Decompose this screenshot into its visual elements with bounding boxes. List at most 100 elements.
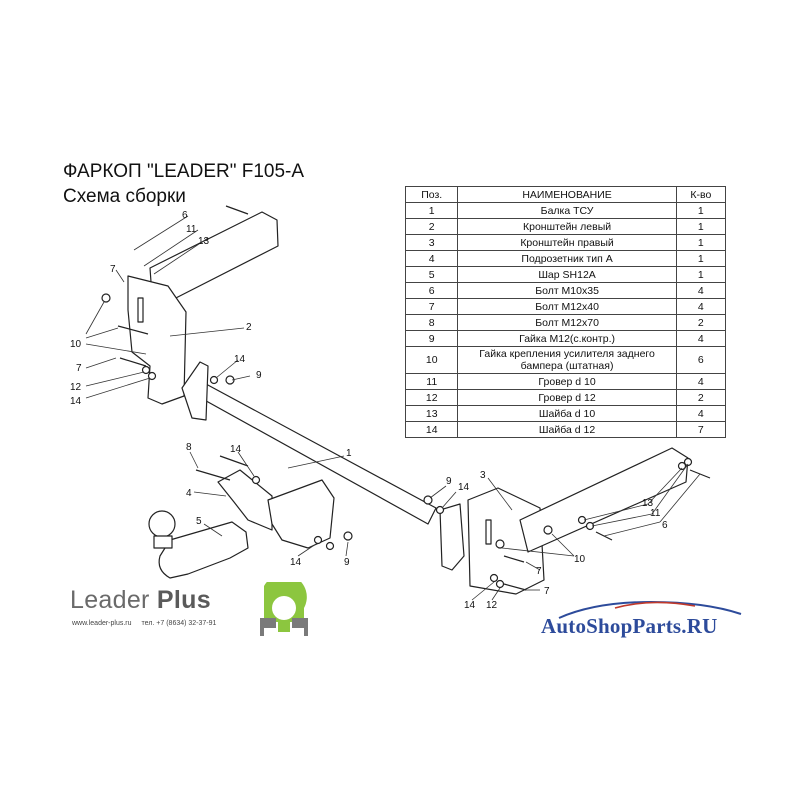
callout-7-left-top: 7 — [110, 264, 116, 275]
callout-12-right: 12 — [486, 600, 498, 611]
nut-right-10b — [543, 525, 553, 535]
cell-name: Шайба d 12 — [457, 421, 677, 438]
header-pos: Поз. — [404, 186, 459, 203]
brand-name-regular: Leader — [70, 586, 150, 614]
cell-qty: 6 — [675, 346, 727, 374]
cell-name: Подрозетник тип А — [457, 250, 677, 267]
callout-7-right-a: 7 — [536, 566, 542, 577]
callout-2: 2 — [246, 322, 252, 333]
bolt-8b — [219, 455, 249, 467]
callout-14-low: 14 — [290, 557, 302, 568]
cell-pos: 6 — [404, 282, 459, 299]
parts-table-header: Поз. НАИМЕНОВАНИЕ К-во — [404, 186, 727, 203]
page-title: ФАРКОП "LEADER" F105-A — [63, 161, 305, 182]
nut-low-9 — [343, 531, 353, 541]
header-name: НАИМЕНОВАНИЕ — [457, 186, 677, 203]
callout-9-low: 9 — [344, 557, 350, 568]
callout-11-left: 11 — [186, 224, 197, 235]
nut-mid-9 — [225, 375, 235, 385]
washer-right-12 — [495, 579, 505, 589]
page-subtitle: Схема сборки — [63, 186, 186, 207]
callout-10-right: 10 — [574, 554, 586, 565]
callout-13-right: 13 — [642, 498, 654, 509]
callout-5: 5 — [196, 516, 202, 527]
nut-ball-14 — [251, 475, 261, 485]
callout-1: 1 — [346, 448, 352, 459]
callout-13-left: 13 — [198, 236, 210, 247]
cell-qty: 4 — [675, 405, 727, 422]
callout-9-right: 9 — [446, 476, 452, 487]
cell-qty: 4 — [675, 373, 727, 390]
cell-qty: 1 — [675, 218, 727, 235]
brand-phone: тел. +7 (8634) 32-37-91 — [141, 620, 217, 627]
cell-pos: 1 — [404, 202, 459, 219]
cell-name: Кронштейн левый — [457, 218, 677, 235]
ball-neck-collar — [153, 535, 173, 549]
cell-name: Гайка крепления усилителя заднего бампер… — [457, 346, 677, 374]
washer-right-14b — [489, 573, 499, 583]
nut-right-10a — [495, 539, 505, 549]
washer-low-14a — [325, 541, 335, 551]
cell-name: Болт М10х35 — [457, 282, 677, 299]
callout-10-left: 10 — [70, 339, 82, 350]
cell-qty: 1 — [675, 234, 727, 251]
cell-pos: 2 — [404, 218, 459, 235]
cell-name: Балка ТСУ — [457, 202, 677, 219]
callout-14-right-bottom: 14 — [464, 600, 476, 611]
cell-name: Гровер d 12 — [457, 389, 677, 406]
cell-pos: 11 — [404, 373, 459, 390]
right-bracket-arm — [519, 447, 689, 553]
right-beam-end — [439, 503, 465, 571]
callout-9-mid: 9 — [256, 370, 262, 381]
cell-name: Шар SH12A — [457, 266, 677, 283]
left-beam-end — [181, 361, 209, 421]
cell-pos: 7 — [404, 298, 459, 315]
brand-website: www.leader-plus.ru — [72, 620, 132, 627]
washer-mid-14 — [209, 375, 219, 385]
cell-qty: 1 — [675, 250, 727, 267]
callout-12-left: 12 — [70, 382, 82, 393]
brand-contacts: www.leader-plus.ru тел. +7 (8634) 32-37-9… — [72, 620, 226, 627]
cell-pos: 10 — [404, 346, 459, 374]
bolt-right-7a — [503, 555, 525, 563]
callout-6-right: 6 — [662, 520, 668, 531]
ball-neck — [158, 521, 249, 579]
callout-14-left: 14 — [70, 396, 82, 407]
ball-head — [148, 510, 176, 538]
cell-pos: 9 — [404, 330, 459, 347]
callout-14-ball: 14 — [230, 444, 242, 455]
bolt-left-top — [225, 205, 249, 215]
washer-right-14 — [435, 505, 445, 515]
leader-plus-logo-icon — [260, 582, 308, 636]
cell-name: Кронштейн правый — [457, 234, 677, 251]
callout-7-right-b: 7 — [544, 586, 550, 597]
cell-pos: 3 — [404, 234, 459, 251]
cell-pos: 8 — [404, 314, 459, 331]
cell-name: Шайба d 10 — [457, 405, 677, 422]
cell-pos: 13 — [404, 405, 459, 422]
cell-name: Гровер d 10 — [457, 373, 677, 390]
cell-qty: 2 — [675, 314, 727, 331]
cell-pos: 14 — [404, 421, 459, 438]
callout-4: 4 — [186, 488, 192, 499]
right-bracket-slot — [485, 519, 492, 545]
washer-top-13 — [677, 461, 687, 471]
callout-6-left: 6 — [182, 210, 188, 221]
cell-pos: 12 — [404, 389, 459, 406]
cell-name: Гайка М12(с.контр.) — [457, 330, 677, 347]
cell-qty: 4 — [675, 330, 727, 347]
brand-name: Leader Plus — [70, 586, 211, 615]
cell-qty: 1 — [675, 266, 727, 283]
